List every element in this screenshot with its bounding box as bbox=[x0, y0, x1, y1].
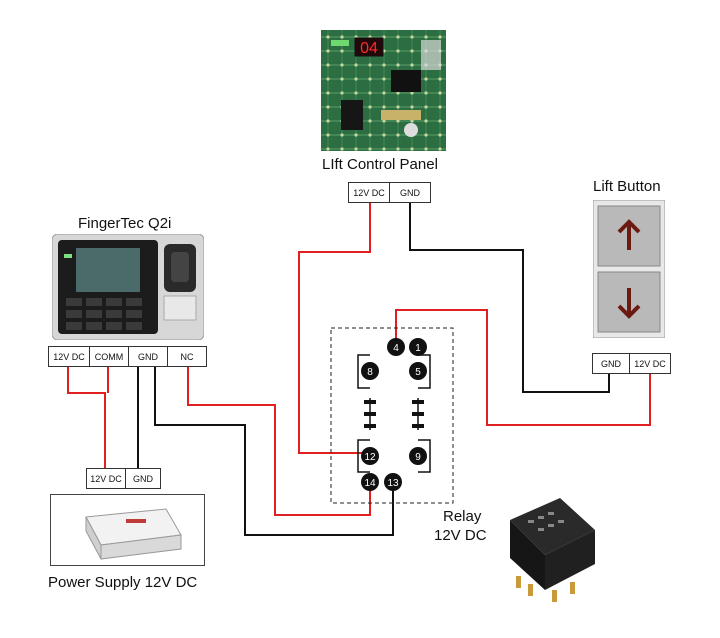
circuit-board-icon: 04 bbox=[321, 30, 446, 151]
fingerprint-sensor-icon bbox=[171, 252, 189, 282]
lift-control-panel-title: LIft Control Panel bbox=[322, 156, 438, 173]
wire-lift-12v-to-relay-12 bbox=[298, 203, 371, 454]
svg-text:8: 8 bbox=[367, 367, 373, 378]
wire-lift-gnd-to-button-gnd bbox=[409, 203, 610, 393]
svg-text:9: 9 bbox=[415, 452, 421, 463]
psu-terminal-12v: 12V DC bbox=[86, 468, 126, 489]
relay-pin-1: 1 bbox=[409, 338, 427, 356]
svg-text:12: 12 bbox=[364, 452, 376, 463]
wire-button-12v-to-relay-4 bbox=[395, 309, 651, 426]
relay-pin-13: 13 bbox=[384, 473, 402, 491]
relay-pins: 4 1 8 5 12 9 14 13 bbox=[361, 338, 427, 491]
power-supply-title: Power Supply 12V DC bbox=[48, 574, 198, 591]
lift-button-panel bbox=[592, 199, 666, 339]
relay-socket-image bbox=[490, 490, 600, 606]
power-supply-box bbox=[50, 494, 205, 566]
relay-pin-9: 9 bbox=[409, 447, 427, 465]
svg-text:5: 5 bbox=[415, 367, 421, 378]
positive-wires bbox=[67, 203, 651, 516]
wire-nc-to-relay-14 bbox=[187, 367, 371, 516]
fingertec-device-image bbox=[51, 233, 205, 341]
fingertec-terminal-nc: NC bbox=[167, 346, 207, 367]
relay-title-line2: 12V DC bbox=[434, 527, 487, 544]
fingertec-terminal-gnd: GND bbox=[128, 346, 168, 367]
svg-text:1: 1 bbox=[415, 343, 421, 354]
svg-text:14: 14 bbox=[364, 478, 376, 489]
lift-button-terminal-gnd: GND bbox=[592, 353, 630, 374]
relay-pin-4: 4 bbox=[387, 338, 405, 356]
ground-wires bbox=[137, 203, 610, 536]
lift-control-panel-image: 04 bbox=[321, 30, 446, 151]
relay-socket-icon bbox=[510, 498, 595, 602]
fingertec-terminal-comm: COMM bbox=[89, 346, 129, 367]
lift-panel-terminal-12v: 12V DC bbox=[348, 182, 390, 203]
wire-gnd-to-relay-13 bbox=[154, 367, 394, 536]
fingertec-terminal-12v: 12V DC bbox=[48, 346, 90, 367]
lift-panel-terminal-gnd: GND bbox=[389, 182, 431, 203]
relay-pin-8: 8 bbox=[361, 362, 379, 380]
lift-button-terminal-12v: 12V DC bbox=[629, 353, 671, 374]
arrow-down-icon[interactable] bbox=[617, 288, 641, 319]
relay-contact-bars bbox=[364, 400, 424, 428]
relay-pin-5: 5 bbox=[409, 362, 427, 380]
fingertec-title: FingerTec Q2i bbox=[78, 215, 172, 232]
arrow-up-icon[interactable] bbox=[617, 219, 641, 250]
psu-terminal-gnd: GND bbox=[125, 468, 161, 489]
relay-pin-14: 14 bbox=[361, 473, 379, 491]
wire-fingertec-12v-to-psu bbox=[67, 367, 106, 468]
svg-text:4: 4 bbox=[393, 343, 399, 354]
svg-text:13: 13 bbox=[387, 478, 399, 489]
lift-button-title: Lift Button bbox=[593, 178, 661, 195]
svg-text:04: 04 bbox=[360, 40, 378, 57]
relay-title-line1: Relay bbox=[443, 508, 482, 525]
relay-outline bbox=[330, 327, 454, 504]
relay-pin-12: 12 bbox=[361, 447, 379, 465]
power-supply-icon bbox=[85, 508, 182, 560]
